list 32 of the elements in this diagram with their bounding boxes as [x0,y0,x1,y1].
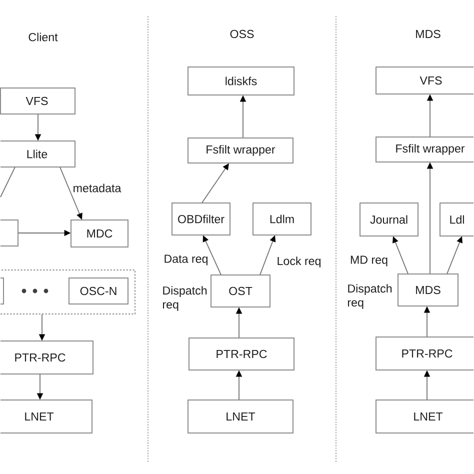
component-box: LNET [188,400,294,434]
component-box: OST [210,274,270,308]
component-box: Fsfilt wrapper [188,138,294,164]
component-box: Journal [360,202,418,236]
column-heading: OSS [230,30,254,38]
column-heading: Client [28,32,58,42]
edge-label: Lock req [276,256,322,268]
component-box: VFS [376,66,474,94]
component-box: VFS [0,88,76,114]
component-box: MDC [70,220,128,248]
component-box: Fsfilt wrapper [376,136,474,162]
component-box: ldiskfs [188,66,294,96]
side-label: Dispatch req [162,286,207,311]
component-box: Ldlm [252,202,312,236]
component-box: Ldl [440,202,474,236]
component-box [0,278,4,304]
component-box: OSC-N [68,278,128,304]
component-box: LNET [0,400,92,434]
group-box [0,270,136,314]
column-heading: MDS [416,30,440,38]
component-box: PTR-RPC [188,338,294,370]
component-box: PTR-RPC [0,340,94,374]
component-box: PTR-RPC [376,336,474,370]
component-box: OBDfilter [172,202,230,236]
component-box [0,220,18,246]
side-label: Dispatch req [348,284,392,309]
edge-label: metadata [72,182,122,194]
component-box: Llite [0,140,76,168]
edge-label: MD req [349,254,390,268]
component-box: MDS [398,274,458,306]
component-box: LNET [376,400,474,434]
edge-label: Data req [162,254,210,266]
